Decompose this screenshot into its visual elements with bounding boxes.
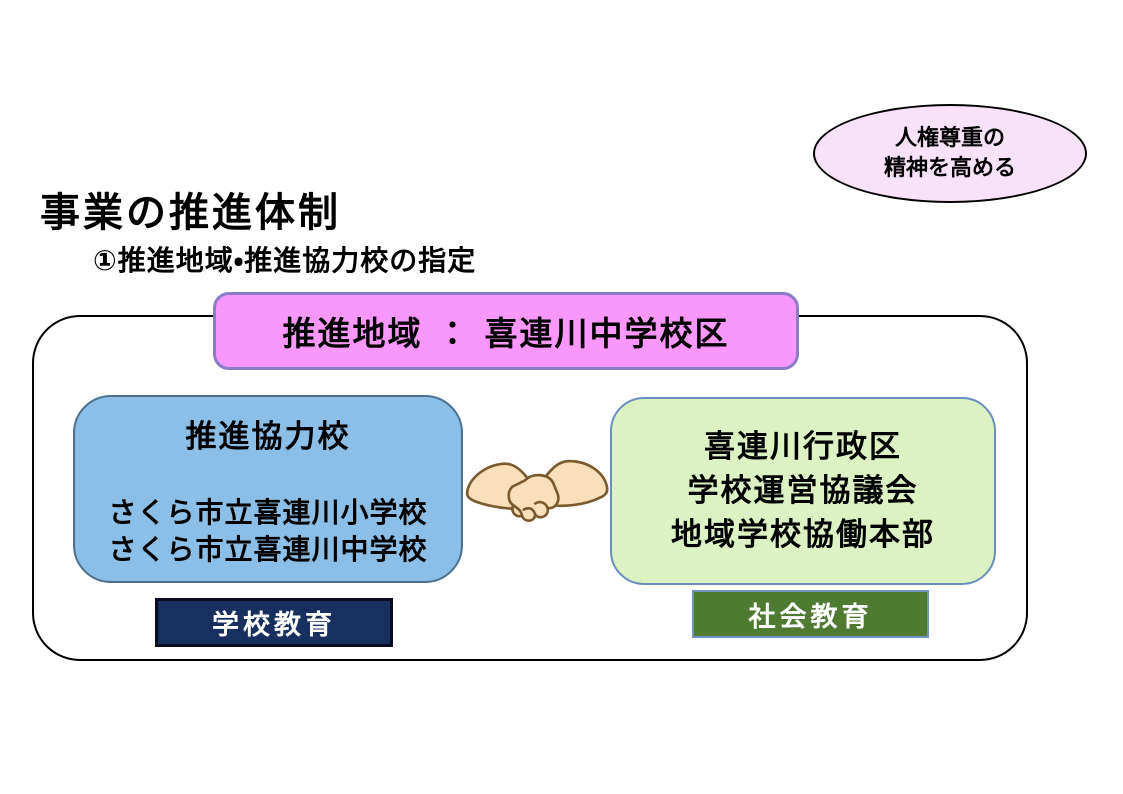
school-line-elementary: さくら市立喜連川小学校: [108, 496, 428, 529]
community-box: 喜連川行政区 学校運営協議会 地域学校協働本部: [610, 397, 996, 585]
page-subtitle: ①推進地域・推進協力校の指定: [93, 244, 477, 277]
school-education-label: 学校教育: [155, 598, 393, 647]
school-box: 推進協力校 さくら市立喜連川小学校 さくら市立喜連川中学校: [73, 395, 463, 583]
human-rights-badge: 人権尊重の 精神を高める: [813, 104, 1087, 203]
social-education-label: 社会教育: [692, 590, 929, 638]
school-line-junior-high: さくら市立喜連川中学校: [108, 533, 428, 567]
region-banner: 推進地域 ： 喜連川中学校区: [213, 292, 799, 370]
badge-line-1: 人権尊重の: [894, 125, 1005, 151]
page-title: 事業の推進体制: [40, 190, 341, 236]
region-banner-label: 推進地域 ： 喜連川中学校区: [282, 314, 730, 353]
community-line-council: 学校運営協議会: [687, 472, 919, 509]
social-education-text: 社会教育: [748, 601, 873, 633]
badge-line-2: 精神を高める: [883, 155, 1016, 181]
school-box-heading: 推進協力校: [185, 419, 351, 455]
school-education-text: 学校教育: [212, 610, 336, 641]
handshake-icon: [462, 452, 612, 532]
community-line-headquarters: 地域学校協働本部: [671, 517, 935, 553]
community-line-district: 喜連川行政区: [704, 428, 902, 465]
